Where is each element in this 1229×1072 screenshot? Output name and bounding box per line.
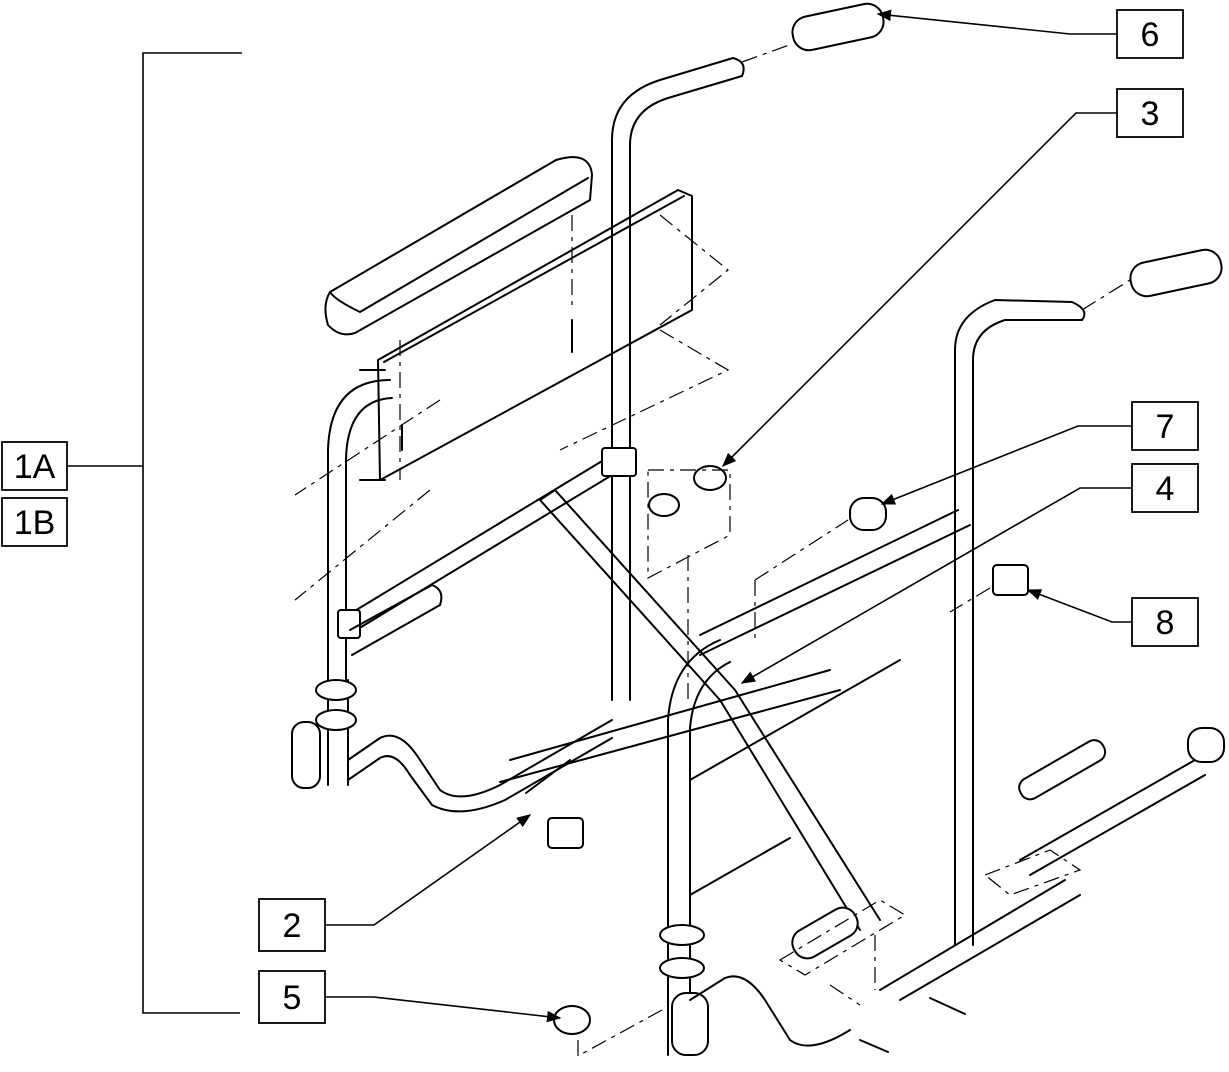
leader-lines [325, 9, 1132, 1023]
callout-c4: 4 [1131, 463, 1199, 513]
assembly-dash-lines [294, 43, 1131, 1058]
callout-box [1116, 9, 1184, 59]
callout-c5: 5 [258, 970, 326, 1024]
callout-box [1, 497, 68, 547]
callout-label: 3 [1141, 95, 1160, 133]
callout-label: 6 [1141, 16, 1160, 54]
callout-c3: 3 [1116, 88, 1184, 138]
end-cap-plug [553, 1005, 591, 1035]
callout-box [1131, 401, 1199, 451]
hardware-bolts [359, 319, 966, 1053]
callout-box [1131, 463, 1199, 513]
right-footrest-tube [1019, 727, 1225, 876]
callout-label: 4 [1156, 470, 1175, 508]
callout-label: 7 [1156, 408, 1175, 446]
callout-labels: 6 3 7 4 8 2 5 1A 1B [1, 9, 1199, 1024]
hand-grip-right [1129, 248, 1223, 298]
callout-c1b: 1B [1, 497, 68, 547]
callout-label: 5 [283, 979, 302, 1017]
assembly-bracket [67, 52, 242, 1014]
hand-grip-upper [791, 2, 885, 52]
right-side-frame [659, 299, 1107, 1056]
callout-label: 8 [1156, 604, 1175, 642]
callout-c8: 8 [1131, 597, 1199, 647]
callout-box [1116, 88, 1184, 138]
callout-label: 2 [283, 907, 302, 945]
callout-box [258, 970, 326, 1024]
callout-box [258, 898, 326, 952]
bumper-pieces [648, 465, 727, 517]
callout-box [1, 441, 68, 491]
callout-box [1131, 597, 1199, 647]
callout-c6: 6 [1116, 9, 1184, 59]
callout-c7: 7 [1131, 401, 1199, 451]
callout-label: 1A [14, 448, 56, 486]
callout-c2: 2 [258, 898, 326, 952]
tube-clamp [547, 564, 1029, 849]
callout-label: 1B [14, 504, 56, 542]
seat-rail-cap [849, 497, 887, 531]
callout-c1a: 1A [1, 441, 68, 491]
left-side-frame [291, 57, 841, 813]
